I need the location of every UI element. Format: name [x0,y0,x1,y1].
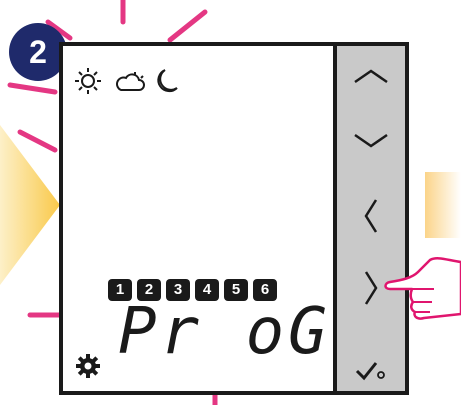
confirm-button[interactable] [337,341,405,401]
chevron-up-icon [351,66,391,86]
right-arrow-hint [425,172,461,238]
button-panel [333,46,405,391]
chevron-down-icon [351,131,391,151]
down-button[interactable] [337,111,405,171]
thermostat-screen: 1 2 3 4 5 6 Pr oG [63,46,333,391]
thermostat-device: 1 2 3 4 5 6 Pr oG [59,42,409,395]
moon-icon [158,70,177,91]
chevron-right-icon [361,268,381,308]
left-button[interactable] [337,186,405,246]
check-gear-icon [354,360,388,382]
sun-icon [75,68,101,94]
gear-icon[interactable] [75,353,101,379]
pointing-hand-icon [382,252,461,322]
mode-icons [73,66,183,96]
segment-display-text: Pr oG [118,300,331,364]
chevron-left-icon [361,196,381,236]
up-button[interactable] [337,46,405,106]
cloud-sun-icon [117,72,144,90]
